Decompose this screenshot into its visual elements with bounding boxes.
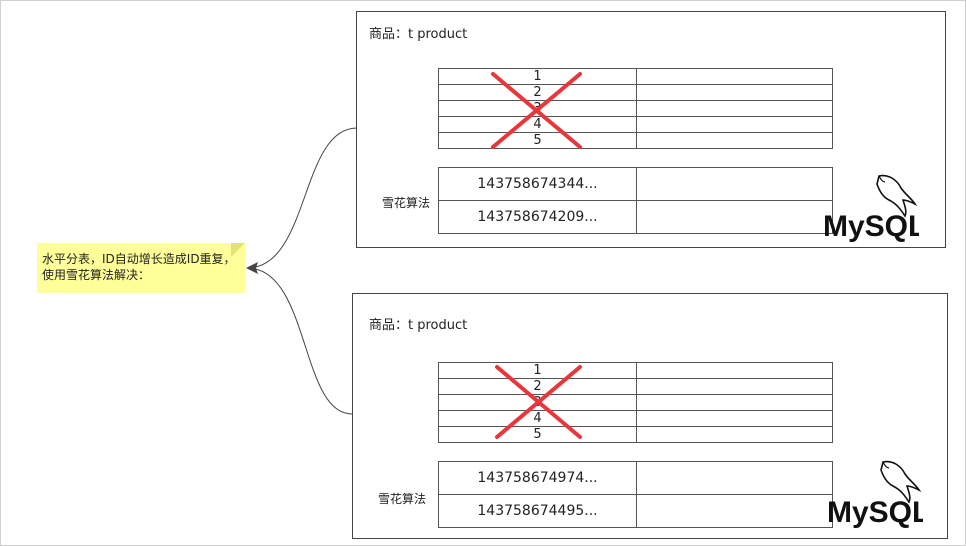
table-row: 143758674209... [438,200,833,234]
note-text: 水平分表，ID自动增长造成ID重复，使用雪花算法解决： [42,252,236,282]
empty-cell [636,132,833,149]
mysql-logo-text: MySQL [827,496,923,528]
cross-mark-1 [491,72,582,149]
connector-top [246,127,358,269]
table-row: 5 [438,426,833,443]
snowflake-label: 雪花算法 [378,492,427,506]
dolphin-icon [876,174,918,218]
snowflake-id-cell: 143758674209... [438,200,637,234]
table-row: 5 [438,132,833,149]
snowflake-table: 143758674974... 143758674495... [438,461,833,528]
table-row: 1 [438,68,833,85]
mysql-logo-text: MySQL [823,210,919,242]
id-table: 1 2 3 4 5 [438,68,833,149]
empty-cell [636,426,833,443]
note-fold [231,243,245,257]
database-box-1: 商品：t product 1 2 3 4 5 雪花算法 143758674344… [356,11,946,248]
snowflake-table: 143758674344... 143758674209... [438,167,833,234]
database-box-2: 商品：t product 1 2 3 4 5 雪花算法 143758674974… [352,293,948,539]
sticky-note: 水平分表，ID自动增长造成ID重复，使用雪花算法解决： [37,243,245,293]
empty-cell [636,461,833,495]
cross-mark-2 [495,365,582,439]
id-table: 1 2 3 4 5 [438,362,833,443]
mysql-logo: MySQL [827,460,923,528]
table-title: 商品：t product [369,27,468,42]
snowflake-label: 雪花算法 [382,196,431,210]
connector-bottom [246,267,353,415]
table-row: 4 [438,116,833,133]
mysql-logo: MySQL [823,174,919,242]
table-title: 商品：t product [369,318,468,333]
table-row: 143758674495... [438,494,833,528]
table-row: 1 [438,362,833,379]
snowflake-id-cell: 143758674344... [438,167,637,201]
arrow-head [246,262,258,274]
dolphin-icon [880,460,922,504]
snowflake-id-cell: 143758674495... [438,494,637,528]
empty-cell [636,494,833,528]
empty-cell [636,200,833,234]
